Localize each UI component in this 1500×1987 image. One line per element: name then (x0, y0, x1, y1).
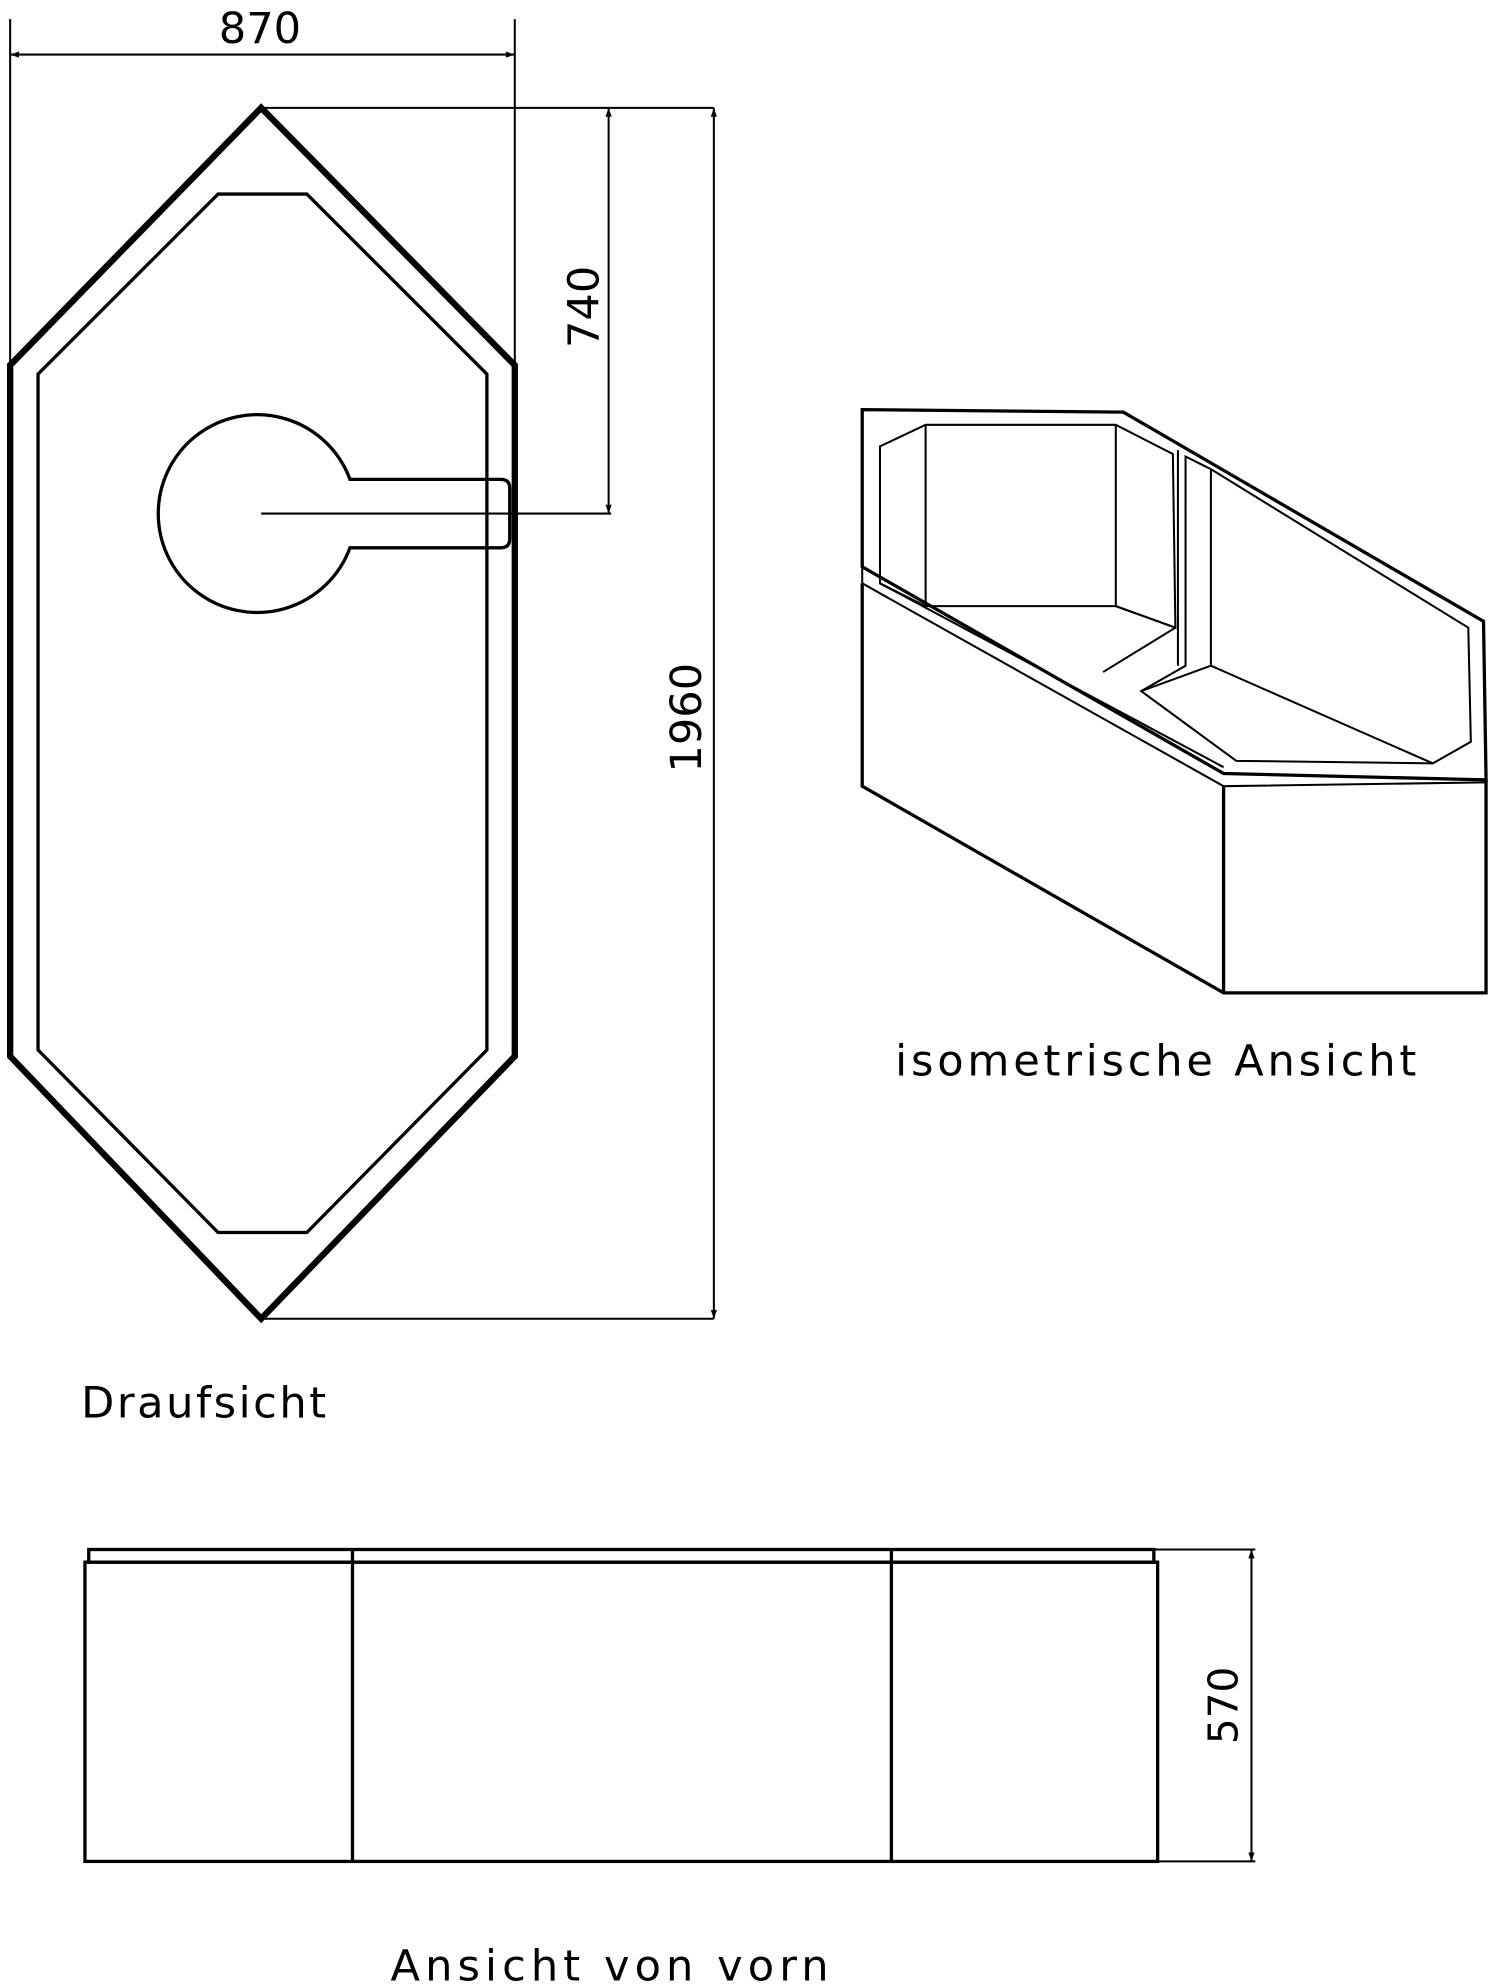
drain-keyhole (156, 413, 512, 615)
top-view-label: Draufsicht (81, 1379, 329, 1429)
front-view-label: Ansicht von vorn (391, 1942, 834, 1987)
front-view: 570 Ansicht von vorn (83, 1547, 1256, 1987)
dimension-length: 1960 (662, 663, 712, 773)
dimension-width: 870 (219, 4, 301, 54)
dimension-drain: 740 (559, 266, 609, 348)
isometric-view: isometrische Ansicht (860, 407, 1488, 1086)
isometric-view-label: isometrische Ansicht (895, 1036, 1420, 1086)
top-view: 870 740 1960 Draufsicht (6, 4, 717, 1429)
dimension-height: 570 (1200, 1667, 1248, 1744)
tub-outer-outline (6, 103, 518, 1324)
tub-inner-outline (36, 192, 489, 1235)
